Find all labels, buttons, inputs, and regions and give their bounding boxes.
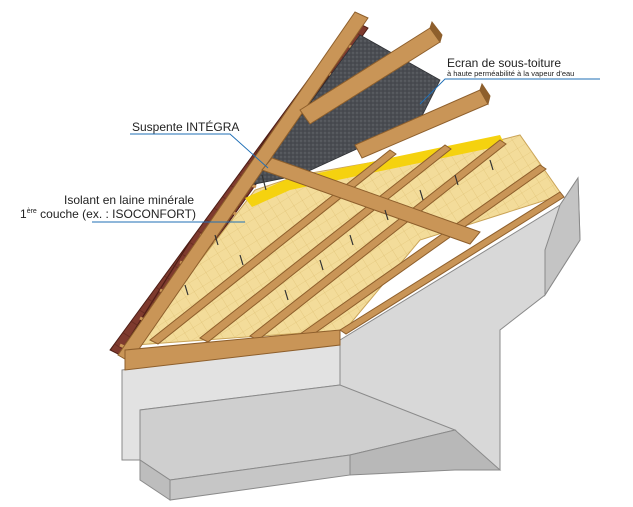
label-ecran-subtitle: à haute perméabilité à la vapeur d'eau bbox=[447, 69, 575, 78]
leader-lines bbox=[92, 78, 600, 223]
right-wall-edge bbox=[544, 176, 581, 297]
cross-beam bbox=[261, 157, 481, 245]
purlins bbox=[299, 20, 491, 159]
suspension-hangers bbox=[184, 159, 494, 301]
label-suspente: Suspente INTÉGRA bbox=[132, 120, 240, 134]
leader-ecran bbox=[419, 78, 600, 105]
concrete-structure bbox=[121, 176, 581, 501]
label-isolant-line2: 1ère couche (ex. : ISOCONFORT) bbox=[20, 207, 196, 221]
rafters bbox=[149, 139, 565, 345]
label-ecran-title: Ecran de sous-toiture bbox=[447, 56, 562, 70]
wall-plate bbox=[124, 329, 341, 371]
isolant-layer-ordinal: ère bbox=[26, 208, 37, 215]
isolant-layer-number: 1 bbox=[20, 207, 27, 221]
leader-suspente bbox=[130, 133, 269, 169]
insulation-grid bbox=[135, 135, 562, 345]
isolant-example: couche (ex. : ISOCONFORT) bbox=[36, 207, 196, 221]
floor-front-3 bbox=[349, 429, 502, 476]
label-isolant-line1: Isolant en laine minérale bbox=[64, 193, 195, 207]
